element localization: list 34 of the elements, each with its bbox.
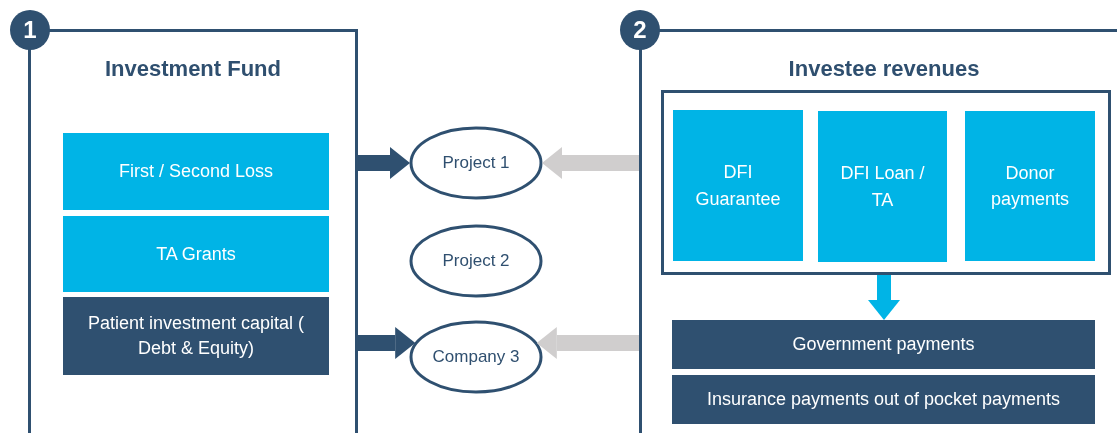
node-label: Project 2 <box>442 251 510 271</box>
node-label: DFI Loan / TA <box>839 162 926 212</box>
project-ellipse <box>409 224 543 298</box>
revenue-block <box>673 110 803 261</box>
step-number: 2 <box>633 16 647 44</box>
node-label: Patient investment capital ( Debt & Equity) <box>86 311 306 360</box>
revenue-bar <box>672 320 1095 369</box>
category-block <box>63 216 329 292</box>
node-label: Company 3 <box>432 347 520 367</box>
block-arrow <box>868 275 900 320</box>
block-arrow <box>536 327 639 359</box>
category-block <box>63 297 329 375</box>
block-arrow <box>358 147 410 179</box>
block-arrow <box>358 327 416 359</box>
block-arrow <box>542 147 639 179</box>
node-label: Donor payments <box>989 161 1070 211</box>
node-label: First / Second Loss <box>118 160 274 184</box>
group-frame <box>661 90 1111 275</box>
category-block <box>63 133 329 210</box>
step-badge <box>10 10 50 50</box>
node-label: Insurance payments out of pocket payments <box>706 387 1061 411</box>
project-ellipse <box>409 126 543 200</box>
revenue-block <box>965 111 1095 261</box>
revenue-bar <box>672 375 1095 424</box>
node-label: DFI Guarantee <box>694 161 782 211</box>
step-badge <box>620 10 660 50</box>
node-label: Project 1 <box>442 153 510 173</box>
node-label: TA Grants <box>156 242 236 266</box>
step-number: 1 <box>23 16 37 44</box>
project-ellipse <box>409 320 543 394</box>
revenue-block <box>818 111 947 262</box>
node-label: Government payments <box>792 332 975 356</box>
panel-heading: Investee revenues <box>788 56 980 82</box>
panel-heading: Investment Fund <box>105 56 281 82</box>
